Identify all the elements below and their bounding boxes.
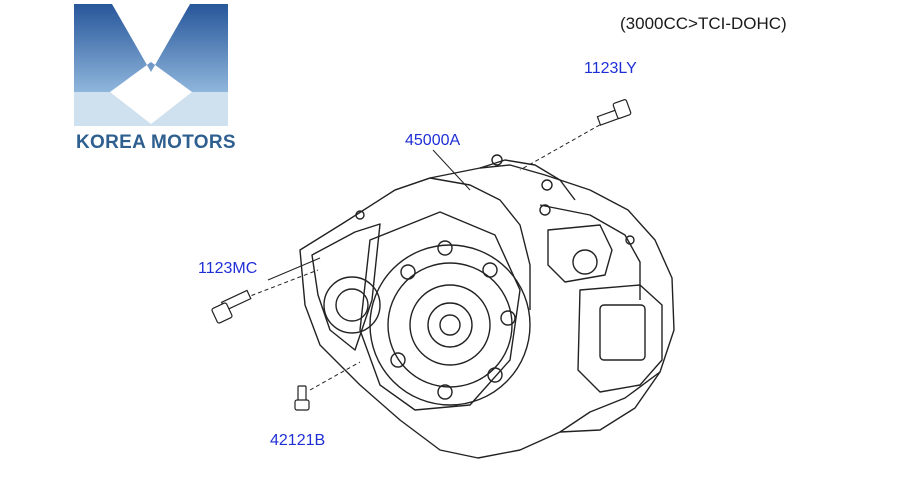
brand-name: KOREA MOTORS <box>76 132 236 153</box>
callout-1123ly[interactable]: 1123LY <box>584 60 637 77</box>
transmission-assembly <box>299 154 675 459</box>
callout-1123mc[interactable]: 1123MC <box>198 260 258 277</box>
bolt-icon-left <box>211 289 252 324</box>
bolt-icon-top <box>596 99 632 126</box>
bolt-icon-bottom <box>294 385 310 411</box>
engine-spec-label: (3000CC>TCI-DOHC) <box>620 14 787 33</box>
korea-motors-logo <box>74 4 228 126</box>
callout-42121b[interactable]: 42121B <box>270 432 326 449</box>
callout-45000a[interactable]: 45000A <box>405 132 461 149</box>
